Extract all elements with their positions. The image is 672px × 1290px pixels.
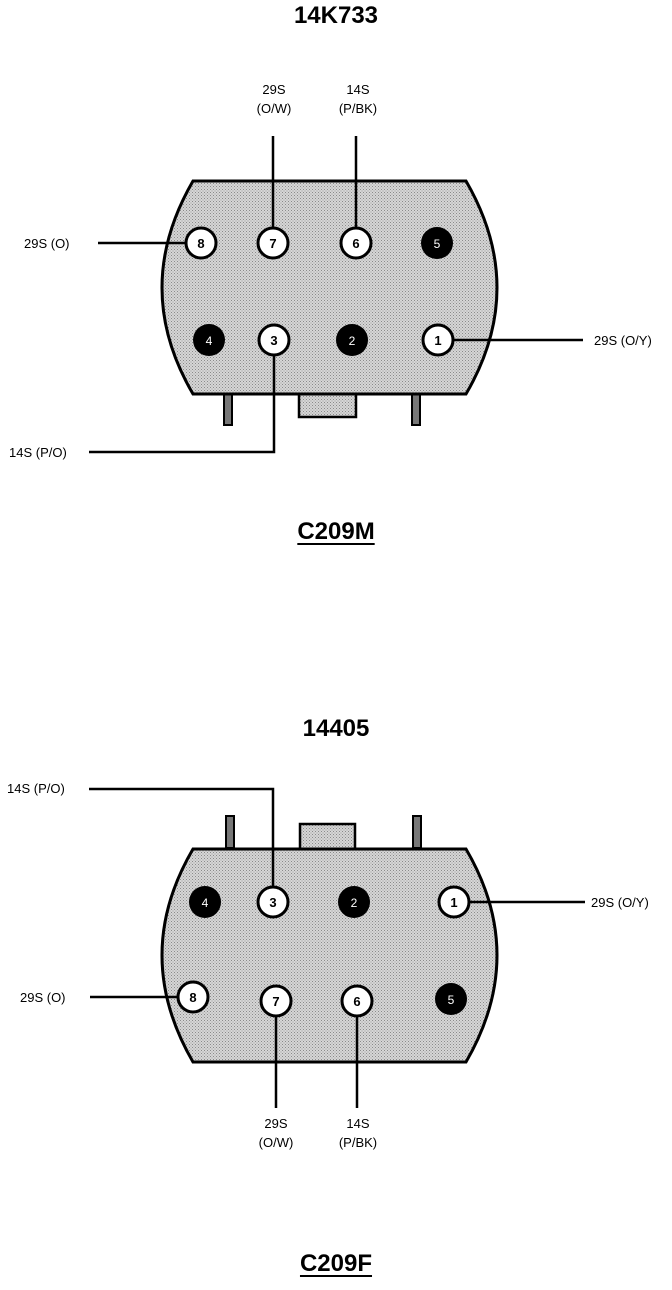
pin-3: 3: [256, 885, 290, 919]
wire-label-pin1: 29S (O/Y): [591, 895, 649, 910]
pin-2: 2: [336, 324, 368, 356]
wire-label-pin1: 29S (O/Y): [594, 333, 652, 348]
pin-6: 6: [339, 226, 373, 260]
wire-label-pin3: 14S (P/O): [7, 781, 65, 796]
wire-label-pin6: 14S (P/BK): [318, 1114, 398, 1152]
svg-text:4: 4: [202, 896, 209, 910]
wire-label-pin7: 29S (O/W): [234, 80, 314, 118]
svg-text:4: 4: [206, 334, 213, 348]
connector-body: [160, 179, 499, 396]
wire-label-pin8: 29S (O): [24, 236, 70, 251]
part-number-title: 14K733: [293, 2, 379, 29]
connector-c209f: 4 3 2 1 8 7 6 5: [89, 787, 585, 1108]
svg-text:2: 2: [351, 896, 358, 910]
wire-color: (O/W): [258, 1135, 294, 1150]
svg-text:7: 7: [272, 994, 279, 1009]
pin-8: 8: [184, 226, 218, 260]
mounting-post-right: [412, 815, 422, 849]
connector-id: C209M: [297, 518, 375, 545]
connector-id: C209F: [299, 1250, 373, 1277]
pin-2: 2: [338, 886, 370, 918]
svg-text:6: 6: [352, 236, 359, 251]
part-number-title: 14405: [302, 715, 370, 742]
svg-text:6: 6: [353, 994, 360, 1009]
wire-color: (P/BK): [338, 1135, 378, 1150]
svg-text:3: 3: [270, 333, 277, 348]
svg-text:3: 3: [269, 895, 276, 910]
svg-text:1: 1: [434, 333, 441, 348]
svg-text:5: 5: [434, 237, 441, 251]
wire-pin3: [89, 787, 275, 886]
locking-tab: [298, 822, 357, 852]
circuit-number: 29S: [264, 1116, 288, 1131]
pin-8: 8: [176, 980, 210, 1014]
svg-text:8: 8: [197, 236, 204, 251]
circuit-number: 14S: [346, 1116, 370, 1131]
pin-4: 4: [189, 886, 221, 918]
wire-label-pin6: 14S (P/BK): [318, 80, 398, 118]
pin-1: 1: [421, 323, 455, 357]
wire-pin3: [89, 355, 276, 454]
wire-color: (O/W): [256, 101, 292, 116]
svg-text:1: 1: [450, 895, 457, 910]
svg-text:7: 7: [269, 236, 276, 251]
wire-color: (P/BK): [338, 101, 378, 116]
pin-7: 7: [259, 984, 293, 1018]
wire-label-pin3: 14S (P/O): [9, 445, 67, 460]
pin-5: 5: [435, 983, 467, 1015]
connector-c209m: 8 7 6 5 4 3 2 1: [89, 136, 583, 454]
svg-text:5: 5: [448, 993, 455, 1007]
connector-body: [160, 847, 499, 1064]
pin-7: 7: [256, 226, 290, 260]
pin-4: 4: [193, 324, 225, 356]
mounting-post-left: [223, 392, 233, 426]
svg-text:8: 8: [189, 990, 196, 1005]
pin-3: 3: [257, 323, 291, 357]
wire-label-pin7: 29S (O/W): [236, 1114, 316, 1152]
locking-tab: [297, 391, 358, 419]
mounting-post-left: [225, 815, 235, 849]
circuit-number: 14S: [346, 82, 370, 97]
circuit-number: 29S: [262, 82, 286, 97]
pin-6: 6: [340, 984, 374, 1018]
wire-label-pin8: 29S (O): [20, 990, 66, 1005]
pin-1: 1: [437, 885, 471, 919]
mounting-post-right: [411, 392, 421, 426]
pin-5: 5: [421, 227, 453, 259]
svg-text:2: 2: [349, 334, 356, 348]
